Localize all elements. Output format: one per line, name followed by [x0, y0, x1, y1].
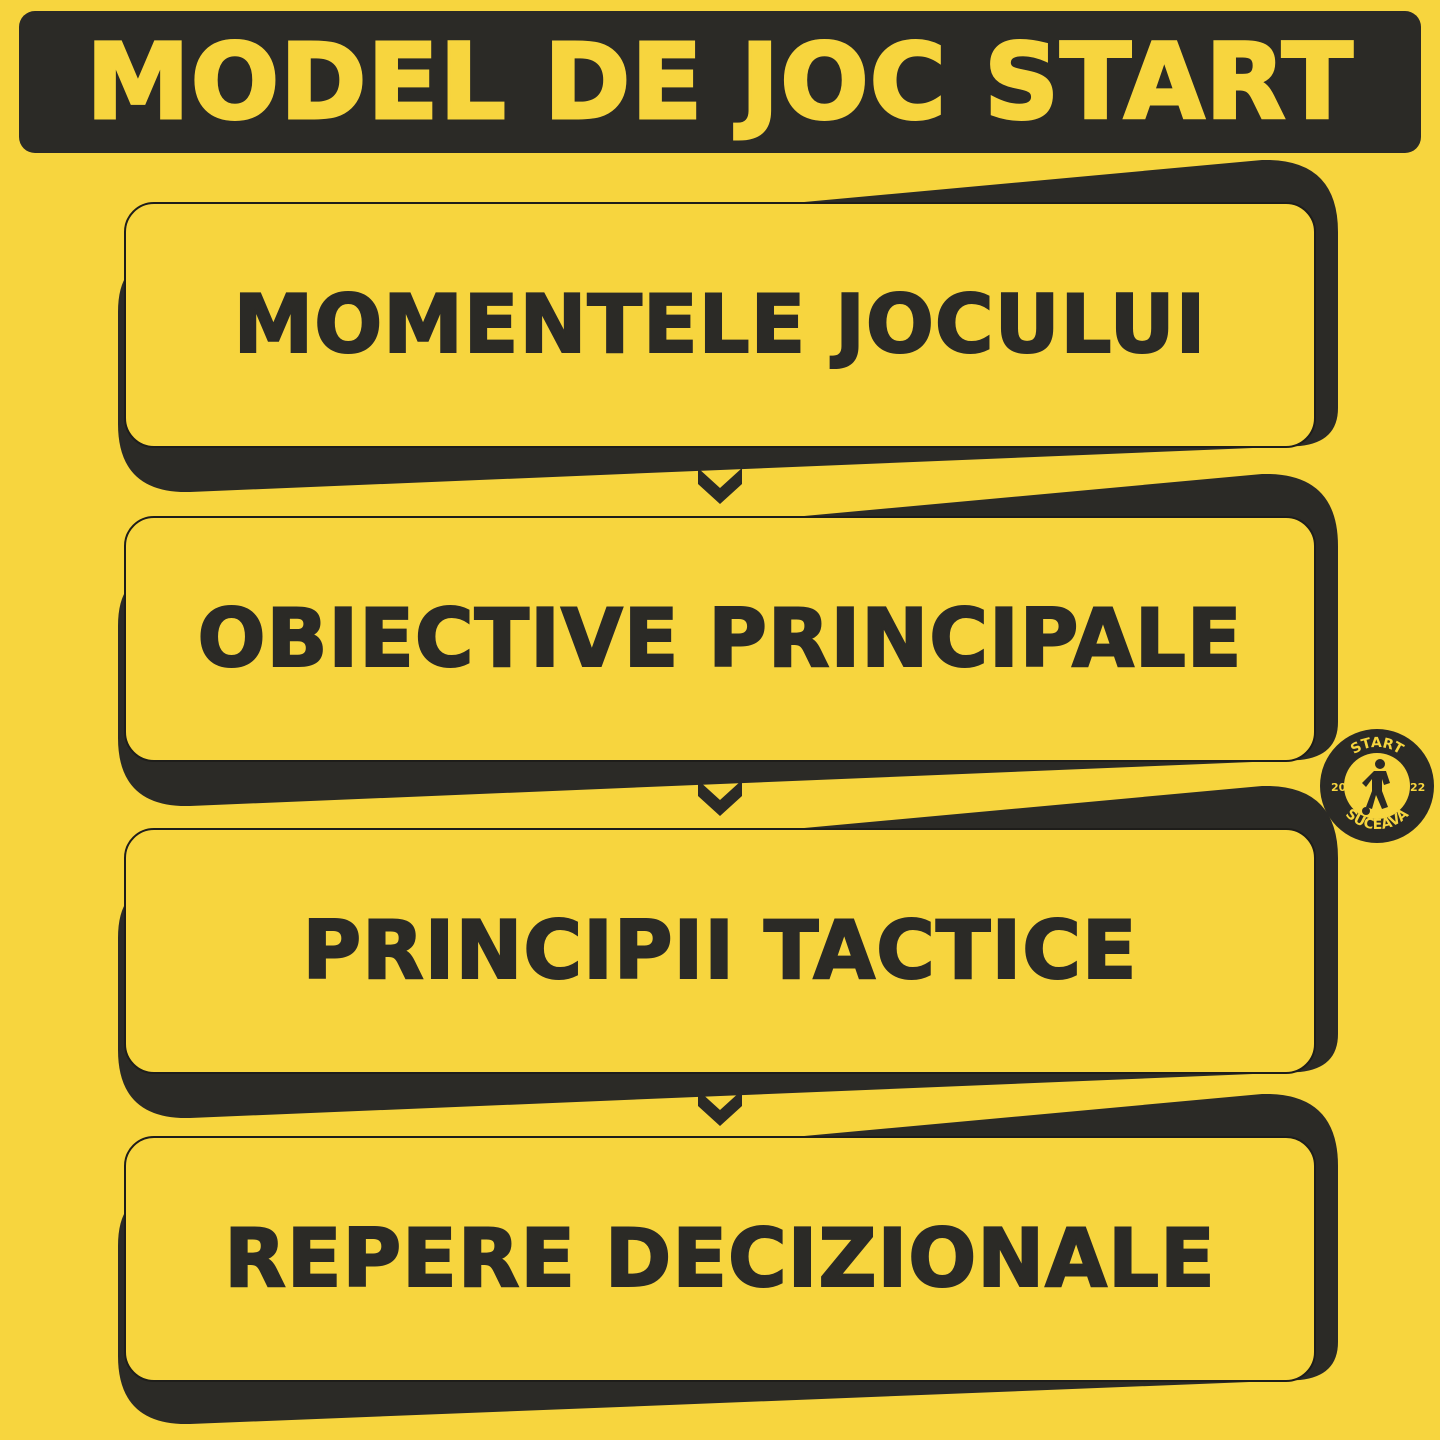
chevron-down-icon [698, 1090, 742, 1126]
step-card-2: OBIECTIVE PRINCIPALE [124, 516, 1316, 762]
title-banner: MODEL DE JOC START [19, 11, 1421, 153]
step-label-4: REPERE DECIZIONALE [223, 1212, 1216, 1305]
chevron-down-icon [698, 780, 742, 816]
logo-year-right: 22 [1410, 781, 1425, 794]
step-card-4: REPERE DECIZIONALE [124, 1136, 1316, 1382]
logo-top-text: START [1348, 735, 1406, 758]
step-card-1: MOMENTELE JOCULUI [124, 202, 1316, 448]
step-label-3: PRINCIPII TACTICE [301, 904, 1138, 997]
chevron-down-icon [698, 468, 742, 504]
step-card-3: PRINCIPII TACTICE [124, 828, 1316, 1074]
club-logo: START SUCEAVA 20 22 [1320, 729, 1434, 843]
logo-year-left: 20 [1331, 781, 1347, 794]
page-title: MODEL DE JOC START [85, 21, 1355, 143]
step-label-1: MOMENTELE JOCULUI [233, 278, 1207, 371]
player-silhouette-icon [1362, 759, 1390, 815]
svg-text:START: START [1348, 735, 1406, 758]
step-label-2: OBIECTIVE PRINCIPALE [196, 592, 1243, 685]
